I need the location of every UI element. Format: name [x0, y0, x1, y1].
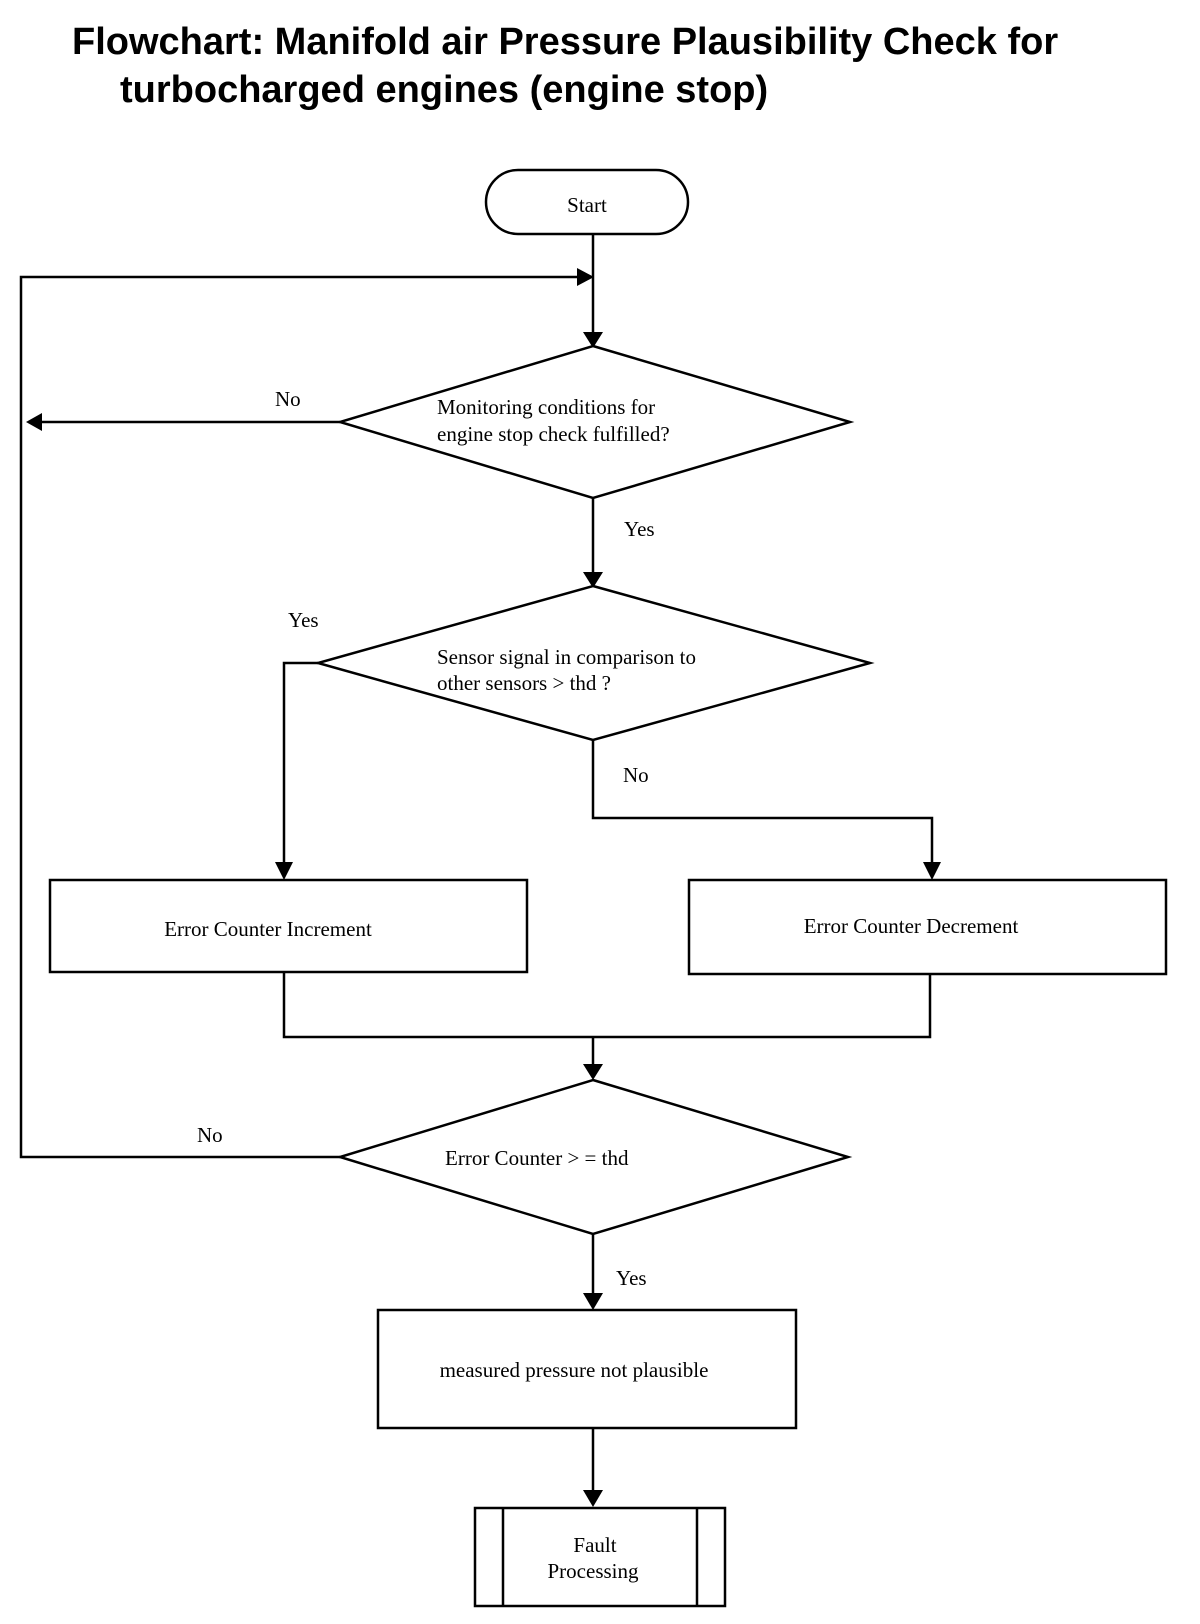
fault-processing-line-2: Processing [548, 1559, 639, 1583]
label-counter-no: No [197, 1123, 223, 1147]
title-line-1: Flowchart: Manifold air Pressure Plausib… [72, 21, 1059, 63]
fault-processing-line-1: Fault [573, 1533, 616, 1557]
label-counter-yes: Yes [616, 1266, 647, 1290]
arrowhead [26, 413, 42, 431]
arrowhead [275, 862, 293, 880]
arrowhead [583, 332, 603, 348]
start-node: Start [484, 168, 690, 236]
decision-sensor-line-2: other sensors > thd ? [437, 671, 611, 695]
label-sensor-yes: Yes [288, 608, 319, 632]
label-sensor-no: No [623, 763, 649, 787]
decision-sensor: Sensor signal in comparison to other sen… [313, 584, 875, 742]
decision-counter-label: Error Counter > = thd [445, 1146, 629, 1170]
process-not-plausible: measured pressure not plausible [376, 1308, 798, 1430]
edge-merge [282, 972, 932, 1039]
fault-processing-shape [473, 1506, 727, 1608]
arrowhead [577, 268, 594, 286]
start-label: Start [567, 193, 607, 217]
decision-conditions-line-1: Monitoring conditions for [437, 395, 655, 419]
process-decrement-shape [687, 878, 1168, 976]
arrowhead [583, 1490, 603, 1507]
label-conditions-no: No [275, 387, 301, 411]
arrowhead [583, 1293, 603, 1310]
process-decrement-label: Error Counter Decrement [804, 914, 1019, 938]
decision-conditions: Monitoring conditions for engine stop ch… [335, 344, 855, 500]
page-title: Flowchart: Manifold air Pressure Plausib… [72, 18, 1182, 114]
edge-sensor-yes [282, 661, 318, 862]
edge-sensor-no [591, 740, 934, 862]
arrowhead [583, 572, 603, 588]
process-increment-label: Error Counter Increment [164, 917, 372, 941]
process-increment-shape [48, 878, 529, 974]
decision-conditions-line-2: engine stop check fulfilled? [437, 422, 670, 446]
arrowhead [583, 1064, 603, 1080]
process-not-plausible-label: measured pressure not plausible [440, 1358, 709, 1382]
process-increment: Error Counter Increment [48, 878, 529, 974]
label-conditions-yes: Yes [624, 517, 655, 541]
process-decrement: Error Counter Decrement [687, 878, 1168, 976]
start-terminator-shape [484, 168, 690, 236]
title-line-2: turbocharged engines (engine stop) [120, 69, 769, 111]
edge-counter-no-loop [19, 275, 577, 1159]
fault-processing: Fault Processing [473, 1506, 727, 1608]
process-not-plausible-shape [376, 1308, 798, 1430]
decision-counter: Error Counter > = thd [335, 1078, 853, 1236]
decision-sensor-line-1: Sensor signal in comparison to [437, 645, 696, 669]
arrowhead [923, 862, 941, 880]
